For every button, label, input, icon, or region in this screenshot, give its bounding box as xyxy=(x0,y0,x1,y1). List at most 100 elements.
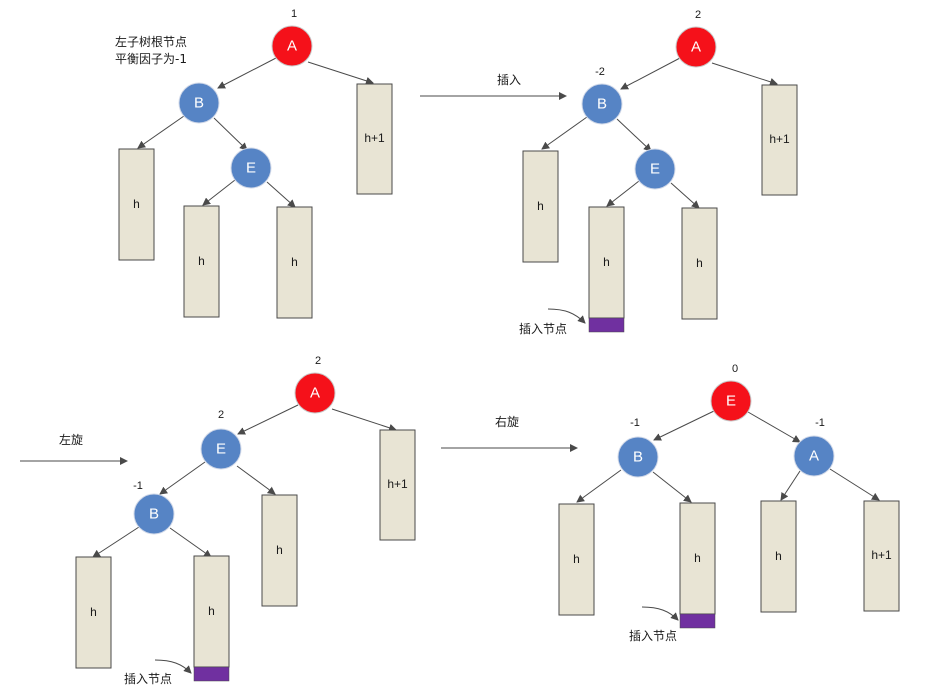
step-right-rotate: 右旋 xyxy=(441,414,578,452)
node-e xyxy=(230,147,272,189)
node-e-label: E xyxy=(650,161,660,178)
inserted-node-block xyxy=(193,666,230,682)
edge-b-left xyxy=(576,469,622,503)
node-e-label: E xyxy=(246,160,256,177)
subtree-a-left xyxy=(760,500,797,613)
subtree-e-left xyxy=(588,206,625,319)
balance-factor-a: 2 xyxy=(315,355,321,367)
node-b-label: B xyxy=(194,95,204,112)
edge-a-left xyxy=(780,470,801,501)
subtree-label: h xyxy=(537,199,544,213)
subtree-b-left xyxy=(522,150,559,263)
edge-a-right xyxy=(307,61,374,85)
balance-factor-e: 2 xyxy=(218,409,224,421)
subtree-label: h xyxy=(90,605,97,619)
edge-b-e xyxy=(213,117,248,151)
edge-e-b xyxy=(653,410,715,441)
step-insert: 插入 xyxy=(420,73,567,100)
edge-e-left xyxy=(606,180,640,207)
subtree-label: h+1 xyxy=(871,548,892,562)
subtree-label: h xyxy=(208,604,215,618)
node-b xyxy=(617,436,659,478)
edge-a-e xyxy=(237,404,299,435)
inserted-node-caption: 插入节点 xyxy=(124,672,172,686)
node-b xyxy=(581,83,623,125)
subtree-label: h xyxy=(775,549,782,563)
node-e-label: E xyxy=(726,393,736,410)
subtree-label: h+1 xyxy=(387,477,408,491)
node-b-label: B xyxy=(597,96,607,113)
inserted-node-block xyxy=(679,613,716,629)
edge-a-right xyxy=(331,408,397,432)
step-left-rotate-label: 左旋 xyxy=(59,432,83,447)
subtree-b-right xyxy=(193,555,230,668)
subtree-e-right xyxy=(261,494,298,607)
balance-factor-a: -1 xyxy=(815,417,825,429)
node-b xyxy=(133,493,175,535)
step-right-rotate-label: 右旋 xyxy=(495,414,519,429)
edge-b-left xyxy=(137,115,185,149)
step-insert-label: 插入 xyxy=(497,73,521,87)
inserted-node-pointer xyxy=(547,308,586,324)
subtree-e-right xyxy=(276,206,313,319)
node-a-label: A xyxy=(287,38,297,55)
edge-e-a xyxy=(747,411,801,443)
subtree-b-left xyxy=(558,503,595,616)
node-a xyxy=(793,435,835,477)
subtree-label: h xyxy=(603,255,610,269)
subtree-a-right xyxy=(379,429,416,541)
node-b-label: B xyxy=(149,506,159,523)
diagram-original: 左子树根节点 平衡因子为-1 h h h h+1 A 1 B E xyxy=(115,8,393,319)
subtree-label: h xyxy=(573,552,580,566)
node-a-label: A xyxy=(691,39,701,56)
intro-caption-line2: 平衡因子为-1 xyxy=(115,52,187,66)
edge-a-right xyxy=(829,468,880,501)
balance-factor-b: -1 xyxy=(630,417,640,429)
edge-e-b xyxy=(159,461,206,495)
balance-factor-a: 1 xyxy=(291,8,297,20)
balance-factor-b: -2 xyxy=(595,66,605,78)
subtree-a-right xyxy=(863,500,900,612)
inserted-node-caption: 插入节点 xyxy=(519,322,567,336)
subtree-b-left xyxy=(118,148,155,261)
node-e xyxy=(200,428,242,470)
edge-a-right xyxy=(711,62,778,86)
edge-b-left xyxy=(541,116,588,150)
subtree-e-right xyxy=(681,207,718,320)
edge-b-right xyxy=(652,471,692,503)
edge-b-left xyxy=(92,526,140,558)
balance-factor-e: 0 xyxy=(732,363,738,375)
node-a-label: A xyxy=(310,385,320,402)
edge-b-right xyxy=(169,527,212,558)
subtree-label: h xyxy=(198,254,205,268)
node-a-label: A xyxy=(809,448,819,465)
node-a xyxy=(675,26,717,68)
edge-e-right xyxy=(236,465,276,495)
inserted-node-block xyxy=(588,317,625,333)
subtree-a-right xyxy=(356,83,393,195)
balance-factor-b: -1 xyxy=(133,480,143,492)
node-e xyxy=(634,148,676,190)
inserted-node-caption: 插入节点 xyxy=(629,629,677,643)
node-b xyxy=(178,82,220,124)
subtree-label: h xyxy=(696,256,703,270)
subtree-label: h xyxy=(276,543,283,557)
subtree-label: h+1 xyxy=(364,131,385,145)
step-left-rotate: 左旋 xyxy=(20,432,128,465)
edge-e-right xyxy=(670,182,700,209)
node-b-label: B xyxy=(633,449,643,466)
node-e xyxy=(710,380,752,422)
node-a xyxy=(294,372,336,414)
node-e-label: E xyxy=(216,441,226,458)
subtree-label: h xyxy=(133,197,140,211)
balance-factor-a: 2 xyxy=(695,9,701,21)
subtree-b-left xyxy=(75,556,112,669)
diagram-after-left-rotate: h h h h+1 插入节点 A 2 E 2 B -1 xyxy=(75,355,416,686)
subtree-label: h+1 xyxy=(769,132,790,146)
subtree-e-left xyxy=(183,205,220,318)
edge-e-right xyxy=(266,181,296,208)
edge-a-b xyxy=(217,57,277,89)
subtree-a-right xyxy=(761,84,798,196)
node-a xyxy=(271,25,313,67)
